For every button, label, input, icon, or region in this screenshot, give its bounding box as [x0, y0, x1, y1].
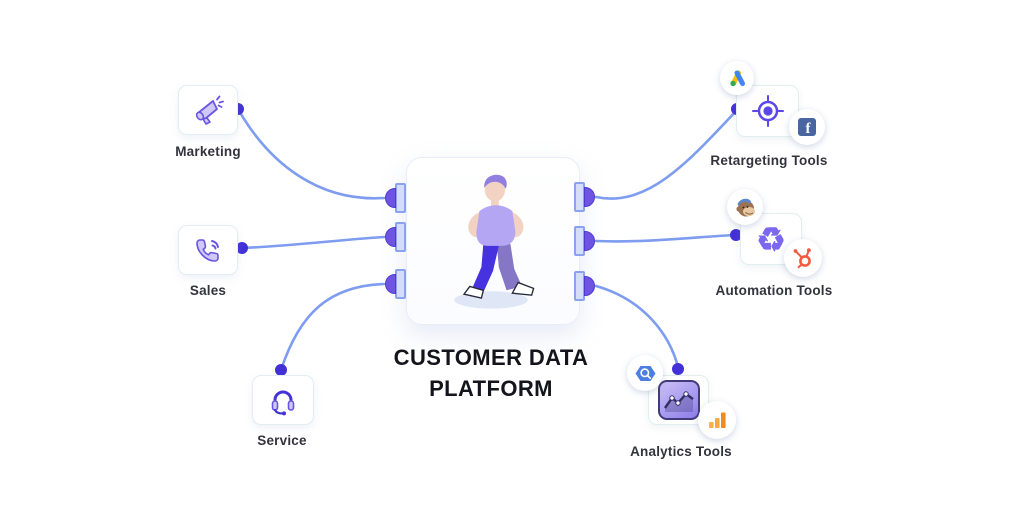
node-service [252, 375, 314, 425]
recycle-icon: ♻ [756, 220, 786, 258]
connector-marketing [236, 107, 386, 200]
input-port-2 [385, 222, 406, 252]
facebook-icon: f [798, 118, 816, 137]
line-chart-icon [657, 380, 700, 420]
output-port-3 [574, 271, 595, 301]
label-retargeting-tools: Retargeting Tools [710, 153, 828, 168]
dot-service [275, 364, 287, 376]
badge-google-ads [720, 61, 754, 95]
target-icon [751, 95, 784, 127]
platform-card [406, 157, 580, 325]
diagram-title: CUSTOMER DATA PLATFORM [393, 345, 589, 402]
mailchimp-icon [735, 198, 755, 216]
label-automation-tools: Automation Tools [715, 283, 833, 298]
hubspot-icon [793, 247, 811, 269]
svg-text:f: f [806, 121, 812, 137]
badge-bigquery [627, 355, 663, 391]
label-service: Service [257, 433, 307, 448]
label-sales: Sales [189, 283, 227, 298]
megaphone-icon [195, 95, 224, 125]
google-analytics-icon [709, 412, 726, 428]
phone-icon [196, 239, 219, 262]
label-marketing: Marketing [175, 144, 241, 159]
connector-sales [240, 235, 386, 250]
badge-hubspot [784, 239, 822, 277]
node-marketing [178, 85, 238, 135]
connector-analytics [594, 284, 680, 369]
input-port-1 [385, 183, 406, 213]
badge-mailchimp [727, 189, 763, 225]
google-ads-icon [730, 70, 745, 87]
dot-analytics [672, 363, 684, 375]
connector-retargeting [594, 108, 739, 200]
node-analytics [648, 375, 709, 425]
badge-google-analytics [698, 401, 736, 439]
badge-facebook: f [789, 109, 825, 145]
dot-sales [236, 242, 248, 254]
input-port-3 [385, 269, 406, 299]
headset-icon [271, 390, 295, 416]
output-port-1 [574, 182, 595, 212]
dot-automation [730, 229, 742, 241]
connector-service [279, 282, 386, 372]
node-sales [178, 225, 238, 275]
output-port-2 [574, 226, 595, 256]
bigquery-icon [635, 365, 655, 381]
connector-automation [594, 233, 737, 243]
label-analytics-tools: Analytics Tools [630, 444, 732, 459]
person-illustration [454, 174, 535, 309]
